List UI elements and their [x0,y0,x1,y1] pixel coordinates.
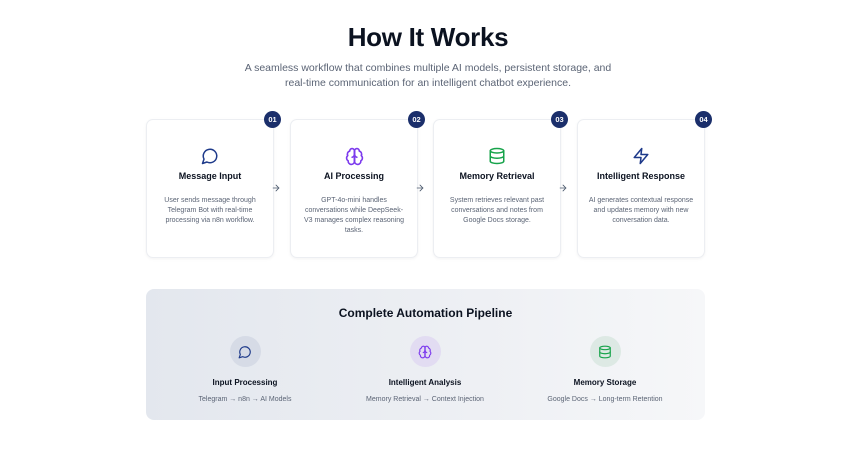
message-circle-icon [229,336,261,367]
step-card-intelligent-response: 04 Intelligent Response AI generates con… [577,111,712,258]
automation-pipeline-panel: Complete Automation Pipeline Input Proce… [146,289,705,420]
pipeline-step-memory-storage: Memory Storage Google Docs → Long-term R… [515,336,695,403]
step-description: Telegram → n8n → AI Models [198,396,292,403]
step-number-badge: 01 [264,111,281,128]
pipeline-step-intelligent-analysis: Intelligent Analysis Memory Retrieval → … [335,336,515,403]
step-description: Memory Retrieval → Context Injection [366,396,484,403]
zap-icon [578,147,704,165]
step-card-memory-retrieval: 03 Memory Retrieval System retrieves rel… [433,111,568,258]
card-description: GPT-4o-mini handles conversations while … [303,197,404,234]
step-description: Google Docs → Long-term Retention [547,396,663,403]
brain-icon [409,336,441,367]
brain-icon [291,147,417,166]
arrow-right-icon [557,182,569,194]
step-number-badge: 02 [408,111,425,128]
page-title: How It Works [347,22,509,52]
arrow-right-icon [414,182,426,194]
pipeline-title: Complete Automation Pipeline [338,306,513,320]
step-card-ai-processing: 02 AI Processing GPT-4o-mini handles con… [290,111,425,258]
step-number-badge: 04 [695,111,712,128]
message-circle-icon [147,147,273,165]
card-description: User sends message through Telegram Bot … [164,197,256,224]
database-icon [589,336,621,367]
pipeline-step-input-processing: Input Processing Telegram → n8n → AI Mod… [155,336,335,403]
arrow-right-icon [270,182,282,194]
card-title: AI Processing [323,171,385,181]
step-title: Memory Storage [573,378,637,387]
step-card-message-input: 01 Message Input User sends message thro… [146,111,281,258]
page-subtitle: A seamless workflow that combines multip… [244,62,612,89]
card-description: System retrieves relevant past conversat… [449,197,545,224]
card-title: Memory Retrieval [459,171,535,181]
card-description: AI generates contextual response and upd… [588,197,694,224]
database-icon [434,147,560,165]
card-title: Intelligent Response [596,171,685,181]
step-title: Intelligent Analysis [388,378,462,387]
card-title: Message Input [178,171,242,181]
step-title: Input Processing [212,378,278,387]
step-number-badge: 03 [551,111,568,128]
